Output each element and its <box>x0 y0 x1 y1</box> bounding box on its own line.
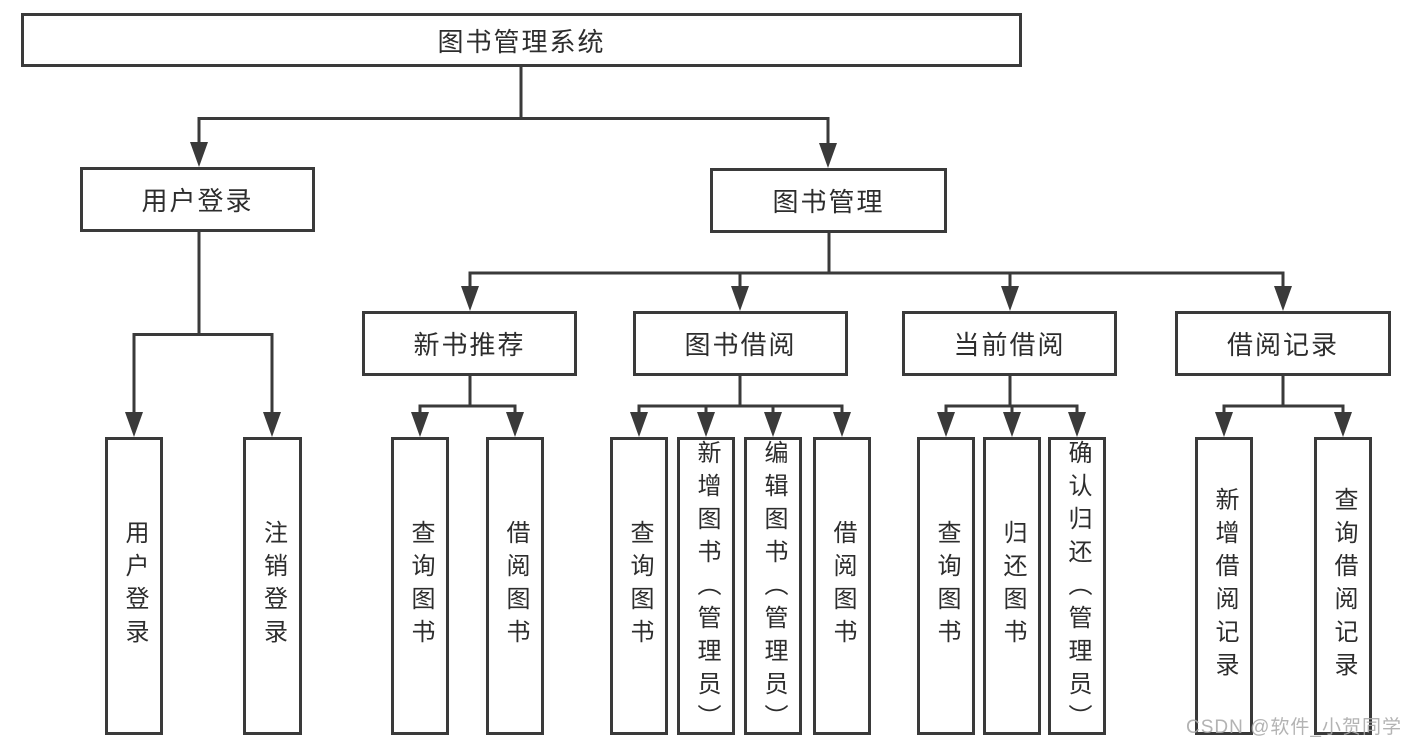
node-new-book-recommend: 新书推荐 <box>362 311 577 376</box>
arrowhead-icons <box>125 142 1352 437</box>
node-book-management: 图书管理 <box>710 168 947 233</box>
leaf-query-books-recommend: 查询图书 <box>391 437 449 735</box>
leaf-user-login: 用户登录 <box>105 437 163 735</box>
node-current-borrow: 当前借阅 <box>902 311 1117 376</box>
leaf-return-book: 归还图书 <box>983 437 1041 735</box>
leaf-query-borrow-record: 查询借阅记录 <box>1314 437 1372 735</box>
leaf-add-borrow-record: 新增借阅记录 <box>1195 437 1253 735</box>
node-user-login: 用户登录 <box>80 167 315 232</box>
watermark: CSDN @软件_小贺同学 <box>1186 717 1402 738</box>
leaf-add-book-admin: 新增图书（管理员） <box>677 437 735 737</box>
leaf-logout: 注销登录 <box>243 437 302 735</box>
node-borrow-records: 借阅记录 <box>1175 311 1391 376</box>
leaf-query-books-borrow: 查询图书 <box>610 437 668 735</box>
leaf-confirm-return-admin: 确认归还（管理员） <box>1048 437 1106 737</box>
node-book-borrow: 图书借阅 <box>633 311 848 376</box>
leaf-borrow-books-recommend: 借阅图书 <box>486 437 544 735</box>
node-root: 图书管理系统 <box>21 13 1022 67</box>
leaf-borrow-books: 借阅图书 <box>813 437 871 735</box>
leaf-edit-book-admin: 编辑图书（管理员） <box>744 437 802 737</box>
leaf-query-books-current: 查询图书 <box>917 437 975 735</box>
